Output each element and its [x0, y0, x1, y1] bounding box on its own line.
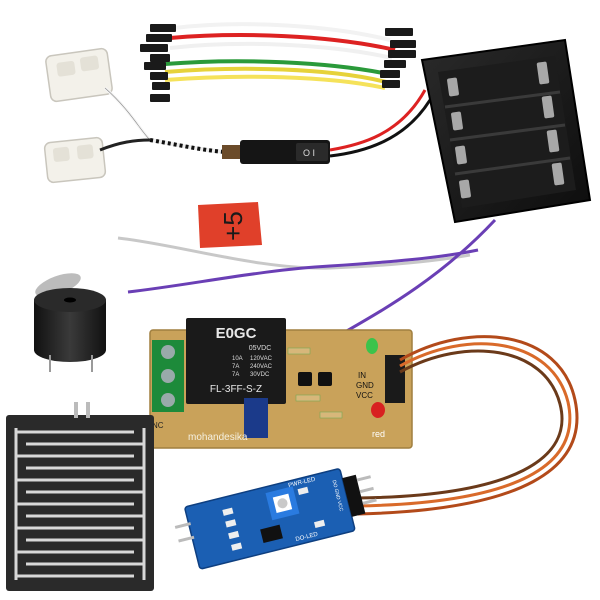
relay-module: E0GC 05VDC 10A 7A 7A 120VAC 240VAC 30VDC…: [149, 318, 413, 449]
relay-pin-vcc: VCC: [356, 391, 373, 400]
relay-nc-label: NC: [152, 421, 164, 430]
relay-spec-l2: 7A: [232, 372, 239, 378]
battery-holder: [420, 38, 592, 224]
relay-led-label: red: [372, 429, 385, 439]
relay-rating: 05VDC: [249, 345, 272, 352]
relay-spec-r1: 240VAC: [250, 364, 273, 370]
relay-pin-gnd: GND: [356, 381, 374, 390]
wire-connectors: [43, 47, 226, 184]
plus-five-tag: +5: [198, 202, 262, 248]
plus-five-label: +5: [218, 211, 248, 241]
relay-spec-r2: 30VDC: [250, 372, 270, 378]
ribbon-cable: [357, 335, 579, 516]
sensor-module: PWR-LED DO-LED DO GND VCC: [174, 468, 377, 570]
relay-spec-l1: 7A: [232, 364, 239, 370]
relay-pin-in: IN: [358, 371, 366, 380]
switch-marks: O I: [303, 148, 315, 158]
relay-model: FL-3FF-S-Z: [210, 384, 262, 395]
jumper-wires: [140, 22, 416, 102]
sensor-bottom-label: DO-LED: [295, 532, 319, 543]
buzzer: [34, 273, 106, 372]
relay-brand: E0GC: [216, 325, 257, 342]
rocker-switch: O I: [222, 89, 432, 164]
relay-spec-l0: 10A: [232, 356, 243, 362]
relay-spec-r0: 120VAC: [250, 356, 273, 362]
rain-sensor-plate: [6, 402, 154, 591]
relay-maker: mohandesika: [188, 432, 248, 443]
